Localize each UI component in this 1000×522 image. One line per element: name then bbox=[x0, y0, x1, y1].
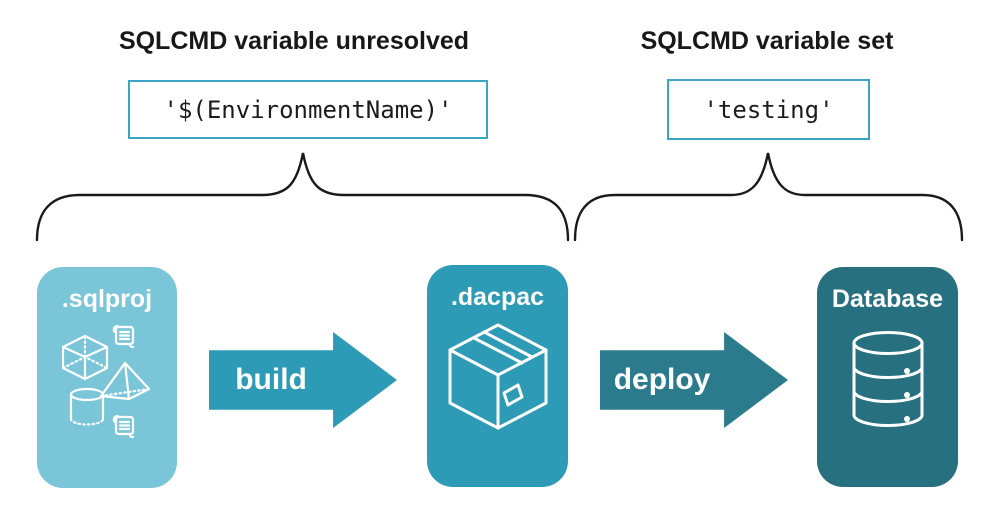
sql-objects-icon bbox=[62, 325, 151, 439]
pyramid-icon bbox=[99, 361, 151, 401]
build-arrow: build bbox=[209, 332, 397, 428]
stage-database-label: Database bbox=[831, 285, 944, 313]
deploy-arrow: deploy bbox=[600, 332, 788, 428]
code-box-environment-variable: '$(EnvironmentName)' bbox=[128, 80, 488, 139]
heading-sqlcmd-set: SQLCMD variable set bbox=[640, 27, 894, 55]
cube-icon bbox=[62, 334, 109, 381]
deploy-arrow-label: deploy bbox=[613, 362, 711, 396]
stage-dacpac-label: .dacpac bbox=[450, 283, 545, 311]
database-cylinder-icon bbox=[852, 331, 924, 427]
package-icon bbox=[448, 323, 548, 430]
cylinder-icon bbox=[69, 387, 105, 426]
build-arrow-label: build bbox=[235, 362, 307, 396]
right-brace-icon bbox=[573, 152, 964, 242]
stage-dacpac: .dacpac bbox=[427, 265, 568, 487]
code-text-testing-value: 'testing' bbox=[703, 95, 834, 124]
scroll-icon bbox=[112, 325, 135, 349]
heading-sqlcmd-unresolved: SQLCMD variable unresolved bbox=[118, 27, 470, 55]
code-box-testing-value: 'testing' bbox=[667, 79, 870, 140]
code-text-environment-variable: '$(EnvironmentName)' bbox=[163, 95, 453, 124]
scroll-icon bbox=[112, 415, 135, 439]
stage-sqlproj: .sqlproj bbox=[37, 267, 177, 488]
stage-database: Database bbox=[817, 267, 958, 487]
left-brace-icon bbox=[35, 152, 570, 242]
stage-sqlproj-label: .sqlproj bbox=[61, 285, 153, 313]
